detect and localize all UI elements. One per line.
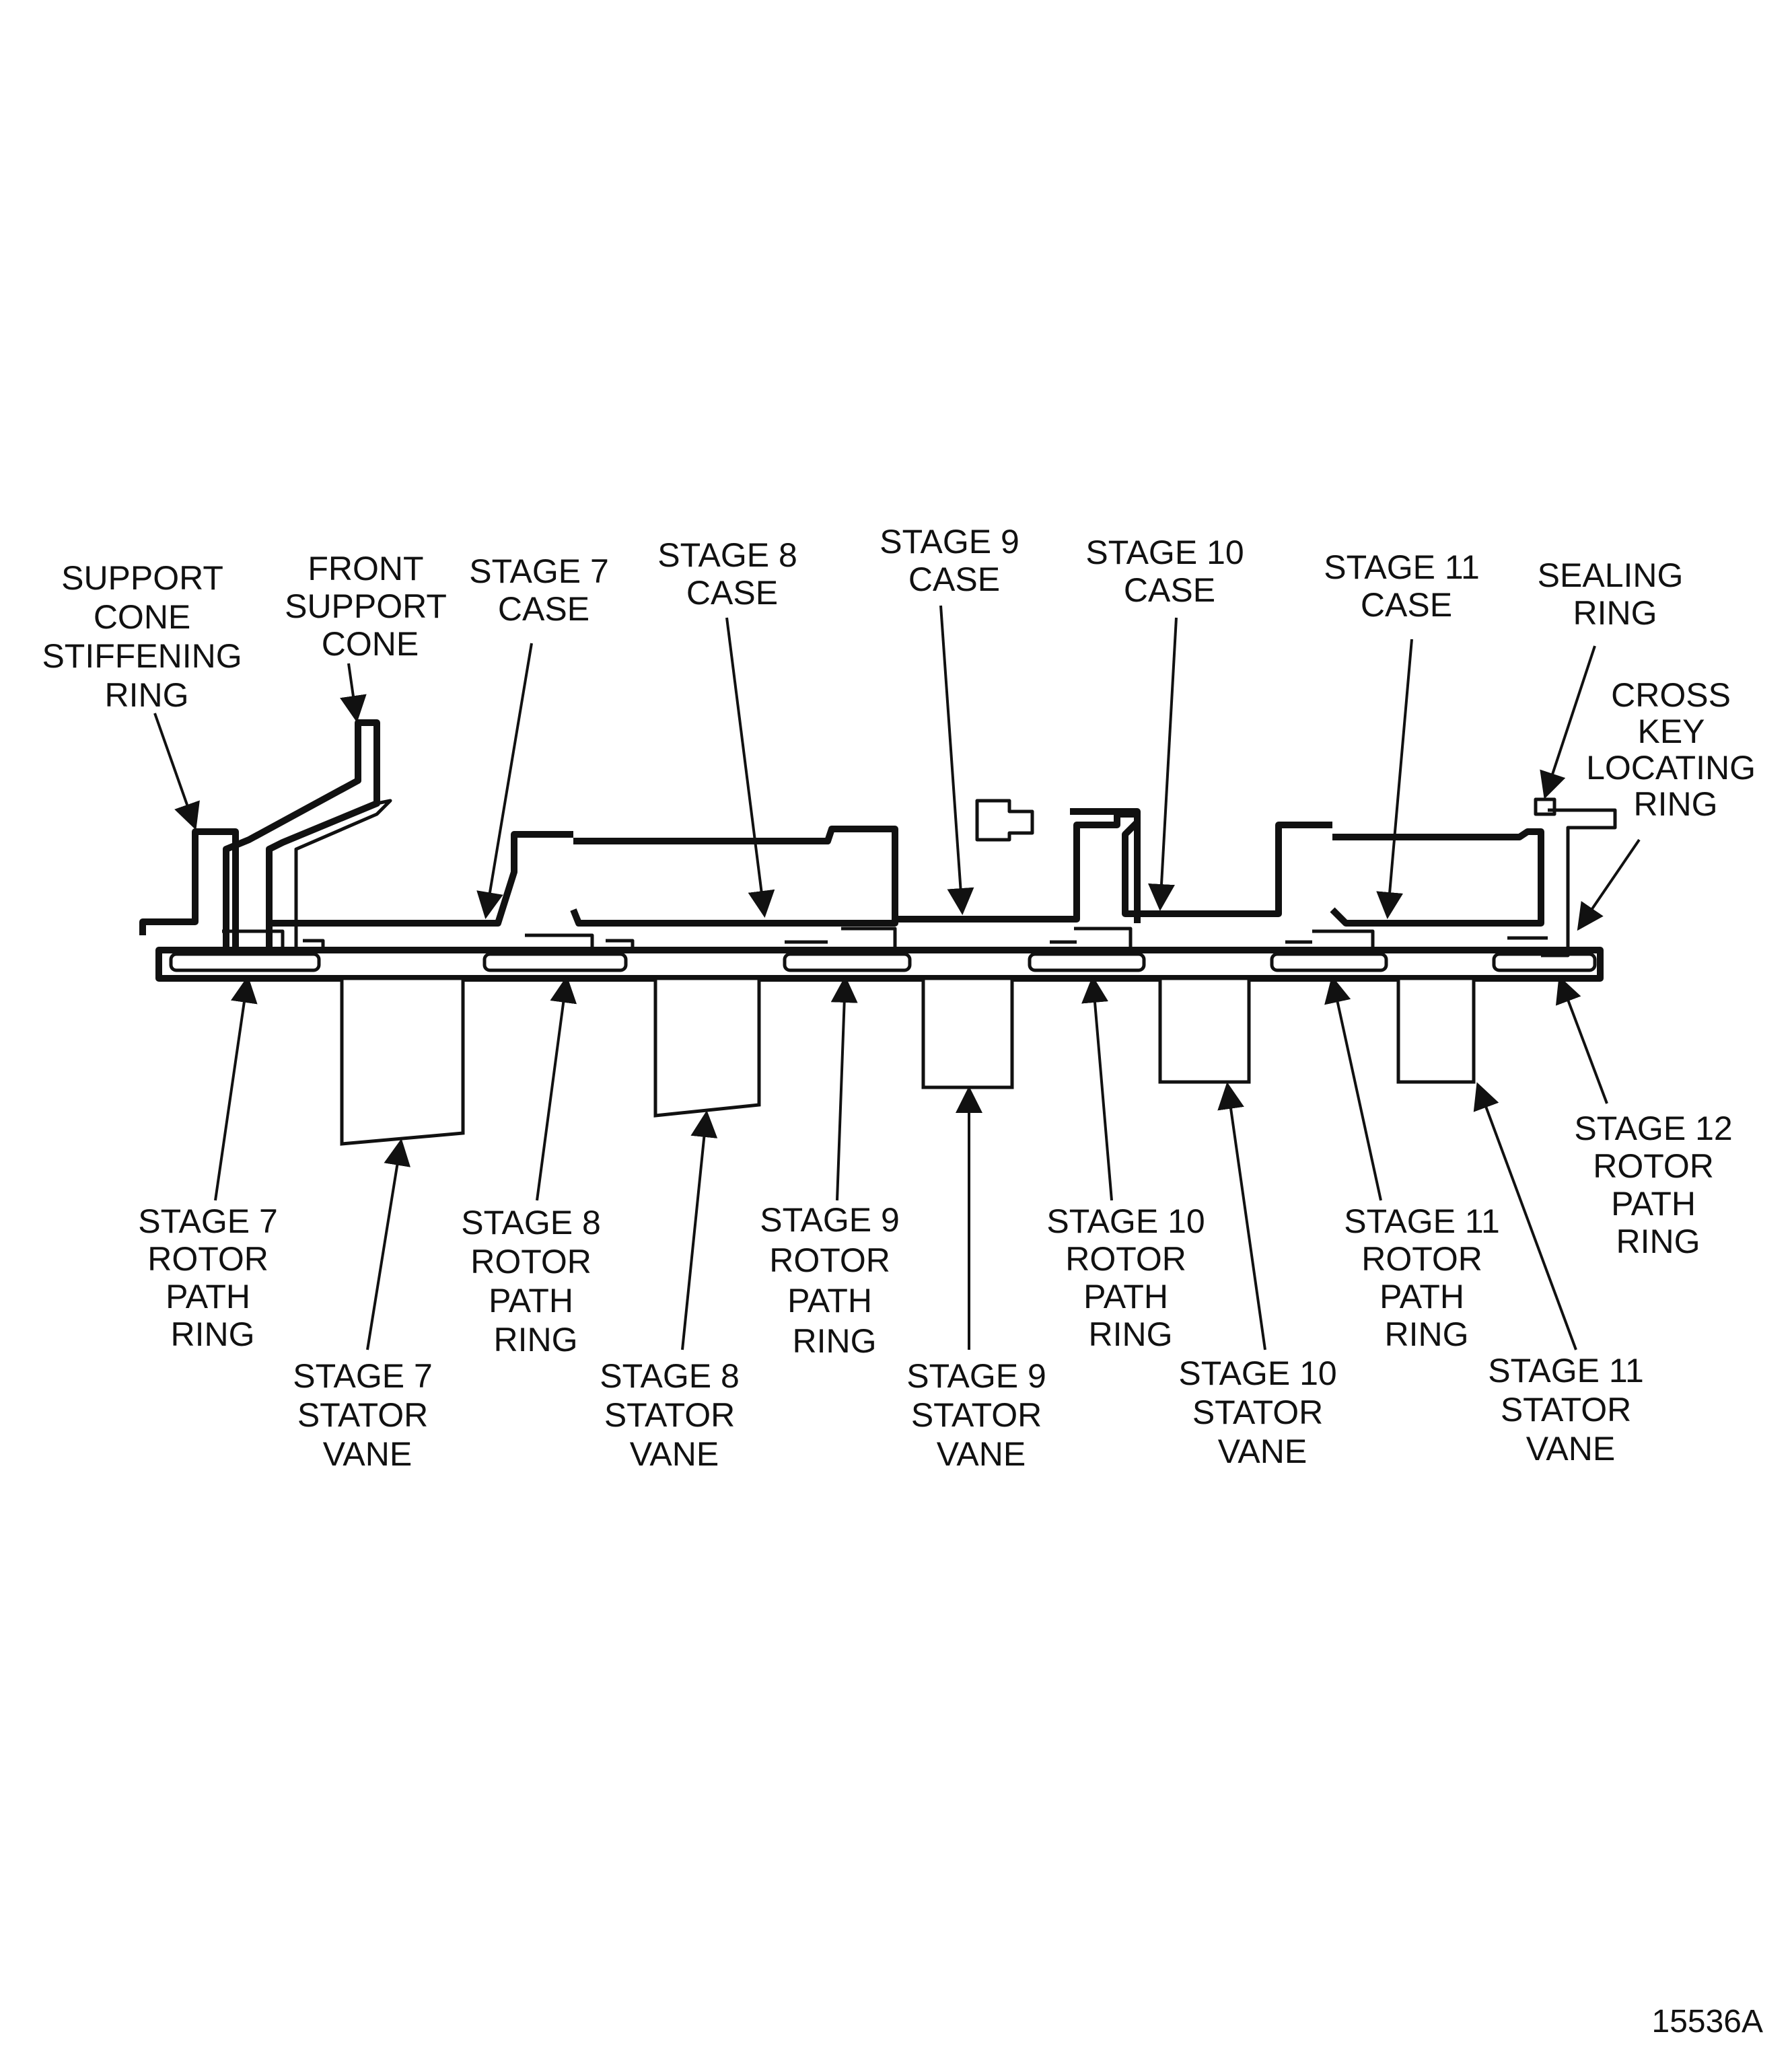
stage-dividers xyxy=(222,927,1548,950)
stage9-case-shape xyxy=(895,811,1141,923)
label-stage11-rotor-path-ring: STAGE 11 ROTOR PATH RING xyxy=(1344,1202,1509,1353)
stage8-stator-vane-shape xyxy=(653,976,761,1118)
leader-lines xyxy=(153,605,1641,1350)
stage7-rotor-path-ring-shape xyxy=(169,952,321,972)
label-sealing-ring: SEALING RING xyxy=(1538,556,1693,632)
front-support-cone-shape xyxy=(223,719,380,950)
label-stage7-stator-vane: STAGE 7 STATOR VANE xyxy=(293,1357,441,1473)
stage9-case-flange xyxy=(975,799,1034,842)
label-stage8-stator-vane: STAGE 8 STATOR VANE xyxy=(600,1357,748,1473)
label-stage10-stator-vane: STAGE 10 STATOR VANE xyxy=(1178,1354,1346,1470)
label-stage12-rotor-path-ring: STAGE 12 ROTOR PATH RING xyxy=(1574,1110,1742,1260)
labels: SUPPORT CONE STIFFENING RING FRONT SUPPO… xyxy=(42,523,1765,2039)
stage10-rotor-path-ring-shape xyxy=(1028,952,1146,972)
stage11-case-shape xyxy=(1330,828,1544,927)
front-support-cone-lip xyxy=(294,799,392,950)
stage10-stator-vane-shape xyxy=(1158,976,1251,1084)
label-stage7-rotor-path-ring: STAGE 7 ROTOR PATH RING xyxy=(138,1202,287,1353)
label-stage7-case: STAGE 7 CASE xyxy=(469,552,618,628)
stage8-rotor-path-ring-shape xyxy=(482,952,628,972)
stage7-case-shape xyxy=(269,831,573,927)
label-support-cone-stiffening-ring: SUPPORT CONE STIFFENING RING xyxy=(42,559,251,714)
stage8-case-shape xyxy=(570,826,898,927)
label-stage10-case: STAGE 10 CASE xyxy=(1085,534,1253,609)
label-stage10-rotor-path-ring: STAGE 10 ROTOR PATH RING xyxy=(1046,1202,1214,1353)
stage7-stator-vane-shape xyxy=(340,976,465,1146)
label-stage9-case: STAGE 9 CASE xyxy=(880,523,1028,598)
figure-number: 15536A xyxy=(1652,2004,1764,2039)
stage10-case-shape xyxy=(1070,808,1332,917)
label-cross-key-locating-ring: CROSS KEY LOCATING RING xyxy=(1586,676,1765,823)
support-cone-stiffening-ring-shape xyxy=(139,828,239,950)
cross-key-locating-ring-shape xyxy=(1541,808,1617,957)
compressor-assembly-drawing xyxy=(139,719,1617,1146)
flowpath-base-bar xyxy=(155,947,1604,982)
label-stage9-stator-vane: STAGE 9 STATOR VANE xyxy=(906,1357,1055,1473)
label-front-support-cone: FRONT SUPPORT CONE xyxy=(285,550,456,663)
label-stage9-rotor-path-ring: STAGE 9 ROTOR PATH RING xyxy=(760,1201,908,1360)
stage11-stator-vane-shape xyxy=(1396,976,1476,1084)
label-stage8-rotor-path-ring: STAGE 8 ROTOR PATH RING xyxy=(461,1204,610,1359)
stage9-stator-vane-shape xyxy=(921,976,1014,1089)
stage9-rotor-path-ring-shape xyxy=(783,952,912,972)
sealing-ring-shape xyxy=(1534,797,1556,816)
label-stage8-case: STAGE 8 CASE xyxy=(657,536,806,612)
label-stage11-stator-vane: STAGE 11 STATOR VANE xyxy=(1488,1352,1653,1468)
stage11-rotor-path-ring-shape xyxy=(1270,952,1388,972)
label-stage11-case: STAGE 11 CASE xyxy=(1324,548,1489,624)
